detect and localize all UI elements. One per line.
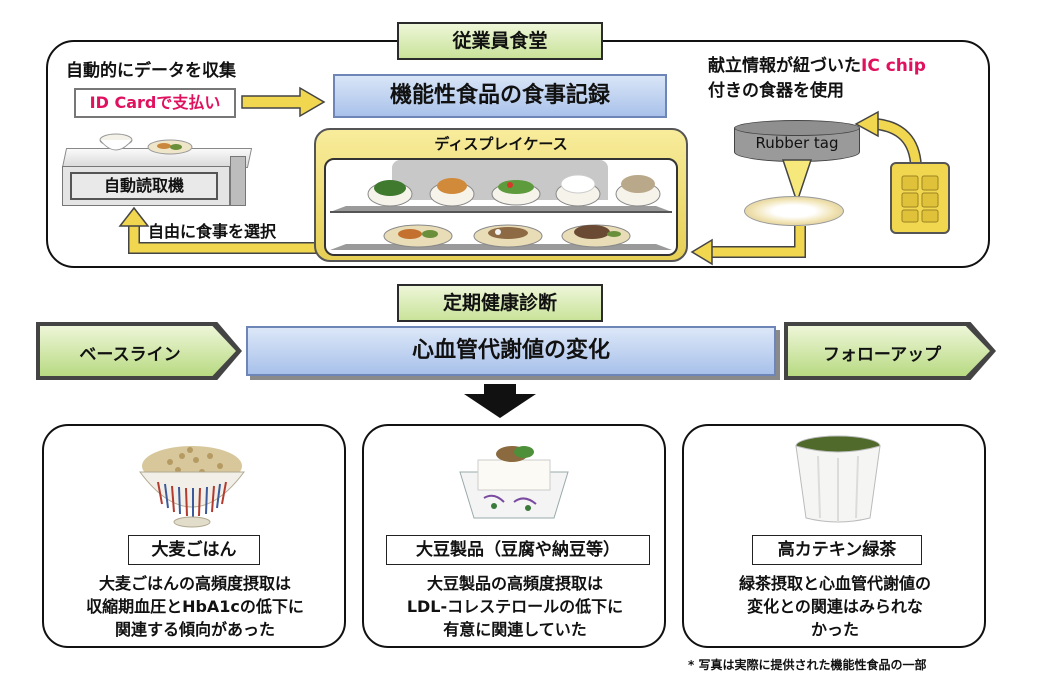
food-record-title: 機能性食品の食事記録: [333, 74, 667, 118]
ic-chip-highlight: IC chip: [861, 56, 926, 76]
tea-line1: 緑茶摂取と心血管代謝値の: [738, 574, 931, 593]
barley-result-text: 大麦ごはんの高頻度摂取は 収縮期血圧とHbA1cの低下に 関連する傾向があった: [50, 572, 340, 641]
food-dish-icon: [383, 224, 453, 248]
free-select-label: 自由に食事を選択: [148, 222, 277, 241]
tofu-icon: [459, 446, 569, 519]
soy-line1: 大豆製品の高頻度摂取は: [426, 574, 603, 593]
cafeteria-title: 従業員食堂: [397, 22, 603, 60]
tea-line2: 変化との関連はみられな: [747, 597, 923, 616]
ic-line2: 付きの食器を使用: [708, 81, 844, 101]
right-arrow-icon: [241, 86, 326, 118]
food-dish-icon: [555, 174, 601, 207]
barley-rice-title: 大麦ごはん: [128, 535, 260, 565]
barley-rice-icon: [139, 446, 245, 528]
display-case-title: ディスプレイケース: [434, 135, 568, 153]
ic-line1-prefix: 献立情報が紐づいた: [708, 56, 861, 76]
cv-change-box: 心血管代謝値の変化: [246, 326, 776, 376]
display-case-shelves: [330, 174, 672, 250]
tea-result-text: 緑茶摂取と心血管代謝値の 変化との関連はみられな かった: [690, 572, 980, 641]
tea-line3: かった: [810, 620, 859, 639]
tray-plate-icon: [147, 139, 193, 155]
rubber-tag-label: Rubber tag: [755, 134, 839, 152]
reader-side-panel: [230, 156, 246, 206]
baseline-arrow-fill: [40, 326, 236, 376]
followup-arrow-fill: [788, 326, 990, 376]
dish-icon: [744, 196, 844, 226]
food-dish-icon: [561, 224, 631, 248]
checkup-title: 定期健康診断: [397, 284, 603, 322]
barley-line1: 大麦ごはんの高頻度摂取は: [98, 574, 291, 593]
green-tea-title: 高カテキン緑茶: [752, 535, 922, 565]
followup-label: フォローアップ: [822, 345, 942, 365]
auto-collect-label: 自動的にデータを収集: [66, 61, 236, 81]
left-arrow-icon: [690, 226, 806, 266]
food-dish-icon: [367, 180, 413, 207]
soy-products-title: 大豆製品（豆腐や納豆等）: [386, 535, 650, 565]
tag-pointer-icon: [781, 159, 813, 204]
soy-line3: 有意に関連していた: [443, 620, 587, 639]
ic-chip-icon: [890, 162, 950, 234]
id-card-pay-box: ID Cardで支払い: [74, 88, 236, 118]
curved-arrow-icon: [854, 110, 922, 167]
green-tea-icon: [795, 435, 881, 523]
rubber-tag-top: [734, 120, 860, 136]
soy-result-text: 大豆製品の高頻度摂取は LDL-コレステロールの低下に 有意に関連していた: [370, 572, 660, 641]
food-dish-icon: [491, 180, 541, 206]
food-dish-icon: [615, 175, 661, 207]
soy-line2: LDL-コレステロールの低下に: [406, 597, 624, 616]
photo-footnote: * 写真は実際に提供された機能性食品の一部: [688, 658, 927, 672]
barley-line2: 収縮期血圧とHbA1cの低下に: [86, 597, 304, 616]
down-arrow-icon: [464, 384, 536, 418]
ic-chip-description: 献立情報が紐づいたIC chip 付きの食器を使用: [708, 54, 926, 104]
rice-bowl-icon: [99, 133, 133, 151]
food-dish-icon: [429, 178, 475, 207]
baseline-label: ベースライン: [79, 345, 181, 365]
food-dish-icon: [473, 224, 543, 248]
reader-label: 自動読取機: [70, 172, 218, 200]
return-arrow-icon: [118, 206, 318, 254]
barley-line3: 関連する傾向があった: [114, 620, 275, 639]
